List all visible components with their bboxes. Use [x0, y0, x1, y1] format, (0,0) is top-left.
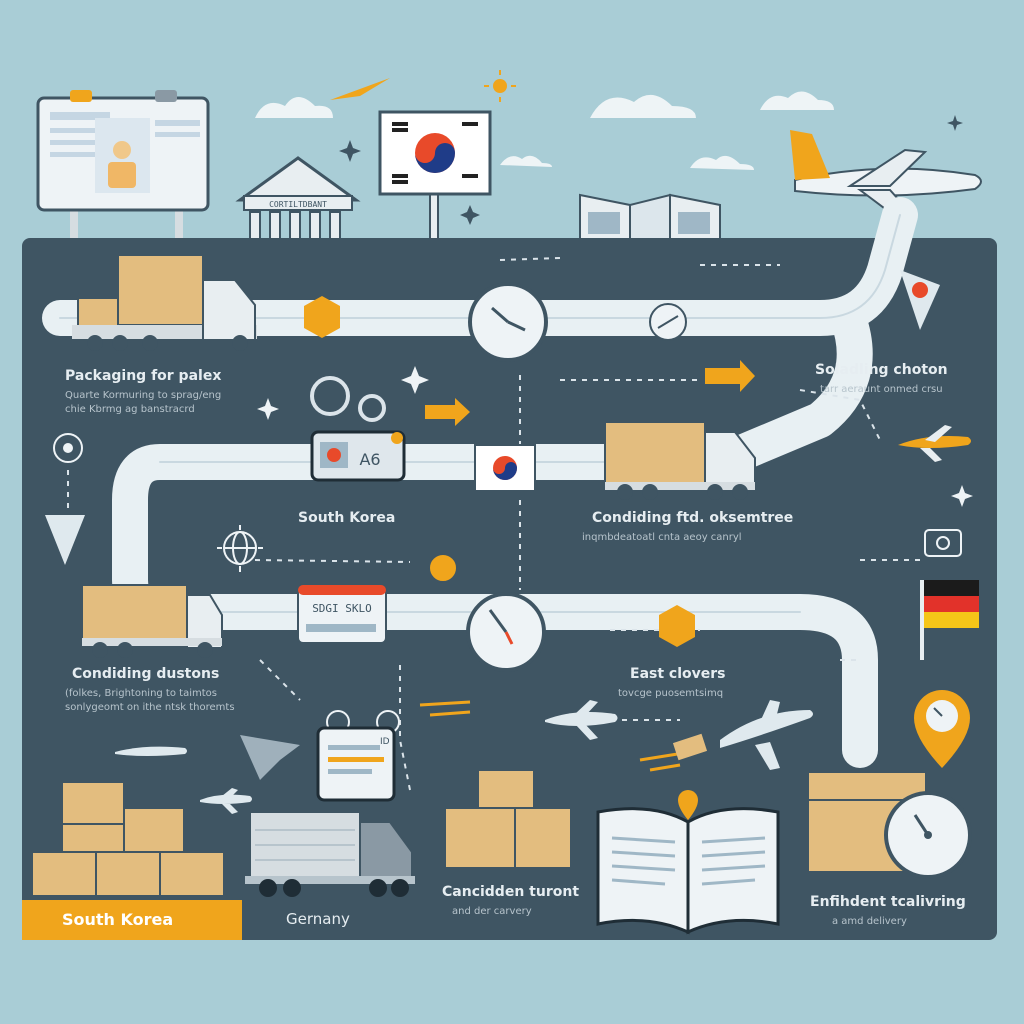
label-considering-sub-1: (folkes, Brightoning to taimtos — [65, 688, 217, 699]
plane-icon — [200, 788, 252, 814]
label-enfindent-sub: a amd delivery — [832, 916, 907, 927]
clipboard-badge-text: ID — [380, 737, 390, 747]
label-considerer-sub: and der carvery — [452, 906, 532, 917]
sparkle-icon — [460, 205, 480, 225]
location-pin-icon — [914, 690, 970, 768]
dashed-connectors — [67, 257, 920, 791]
screen-text: A6 — [359, 450, 380, 469]
package-tag — [672, 733, 708, 761]
globe-icon — [217, 525, 263, 572]
open-book-icon — [596, 790, 780, 935]
compass-icon — [649, 303, 687, 341]
label-south-korea: South Korea — [298, 510, 396, 526]
clouds — [255, 91, 834, 170]
sparkle-icon — [401, 366, 429, 394]
label-south-korea-badge: South Korea — [22, 900, 242, 940]
truck-top — [72, 254, 257, 351]
sparkle-icon — [339, 140, 361, 162]
clock-icon — [466, 592, 546, 672]
ticket-text: SDGI SKLO — [312, 602, 372, 615]
plane-icon — [720, 700, 813, 770]
sparkle-icon — [951, 485, 973, 507]
truck-left — [81, 584, 223, 658]
label-considerer-title: Cancidden turont — [442, 884, 580, 900]
road-arrow-marker — [900, 270, 940, 330]
label-enfindent-title: Enfihdent tcalivring — [810, 894, 966, 910]
plane-icon — [898, 425, 971, 462]
sparkle-icon — [257, 398, 279, 420]
location-dot — [912, 282, 928, 298]
label-east-sub: tovcge puosemtsimq — [618, 688, 724, 699]
box-stack-left — [31, 781, 225, 897]
plane-icon — [545, 700, 618, 740]
clock-icon — [468, 282, 548, 362]
bank-sign-text: CORTILTDBANT — [269, 200, 327, 209]
down-arrow-icon — [45, 515, 85, 565]
label-packaging-sub-2: chie Kbrmg ag banstracrd — [65, 404, 195, 415]
hexagon-badge-icon — [304, 296, 340, 338]
label-condiding-sub: inqmbdeatoatl cnta aeoy canryl — [582, 532, 742, 543]
orange-arrow-icons — [425, 360, 755, 426]
plane-icon — [115, 746, 187, 756]
label-east-title: East clovers — [630, 666, 726, 682]
paper-plane-icon — [330, 78, 390, 100]
ticket-card: SDGI SKLO — [297, 584, 387, 644]
label-packaging-title: Packaging for palex — [65, 368, 222, 384]
hexagon-badge-icon — [659, 605, 695, 647]
label-soladling-title: Soladling choton — [815, 362, 948, 378]
box-stack-middle — [444, 769, 572, 869]
person-icon — [113, 141, 131, 159]
settings-small-icon — [53, 433, 83, 463]
sun-icon — [484, 70, 516, 102]
coin-icon — [428, 553, 458, 583]
gear-icon — [310, 376, 386, 422]
jet-icon — [240, 735, 300, 780]
label-condiding-title: Condiding ftd. oksemtree — [592, 510, 794, 526]
label-germany: Gernany — [286, 910, 350, 928]
truck-middle — [604, 421, 756, 500]
airplane-top — [790, 130, 982, 222]
sparkle-icon — [947, 115, 963, 131]
camera-icon — [924, 529, 962, 557]
delivery-box-gauge — [807, 771, 972, 879]
korea-flag-sign — [378, 110, 492, 261]
label-considering-title: Condiding dustons — [72, 666, 220, 682]
germany-flag — [920, 580, 979, 660]
clipboard-icon: ID — [316, 710, 400, 802]
label-soladling-sub: tarr aeraunt onmed crsu — [820, 384, 943, 395]
truck-bottom — [245, 811, 415, 897]
screen-card: A6 — [310, 430, 406, 482]
korea-flag-small — [474, 444, 536, 492]
billboard — [36, 90, 210, 255]
label-considering-sub-2: sonlygeomt on ithe ntsk thoremts — [65, 702, 235, 713]
label-packaging-sub-1: Quarte Kormuring to sprag/eng — [65, 390, 222, 401]
